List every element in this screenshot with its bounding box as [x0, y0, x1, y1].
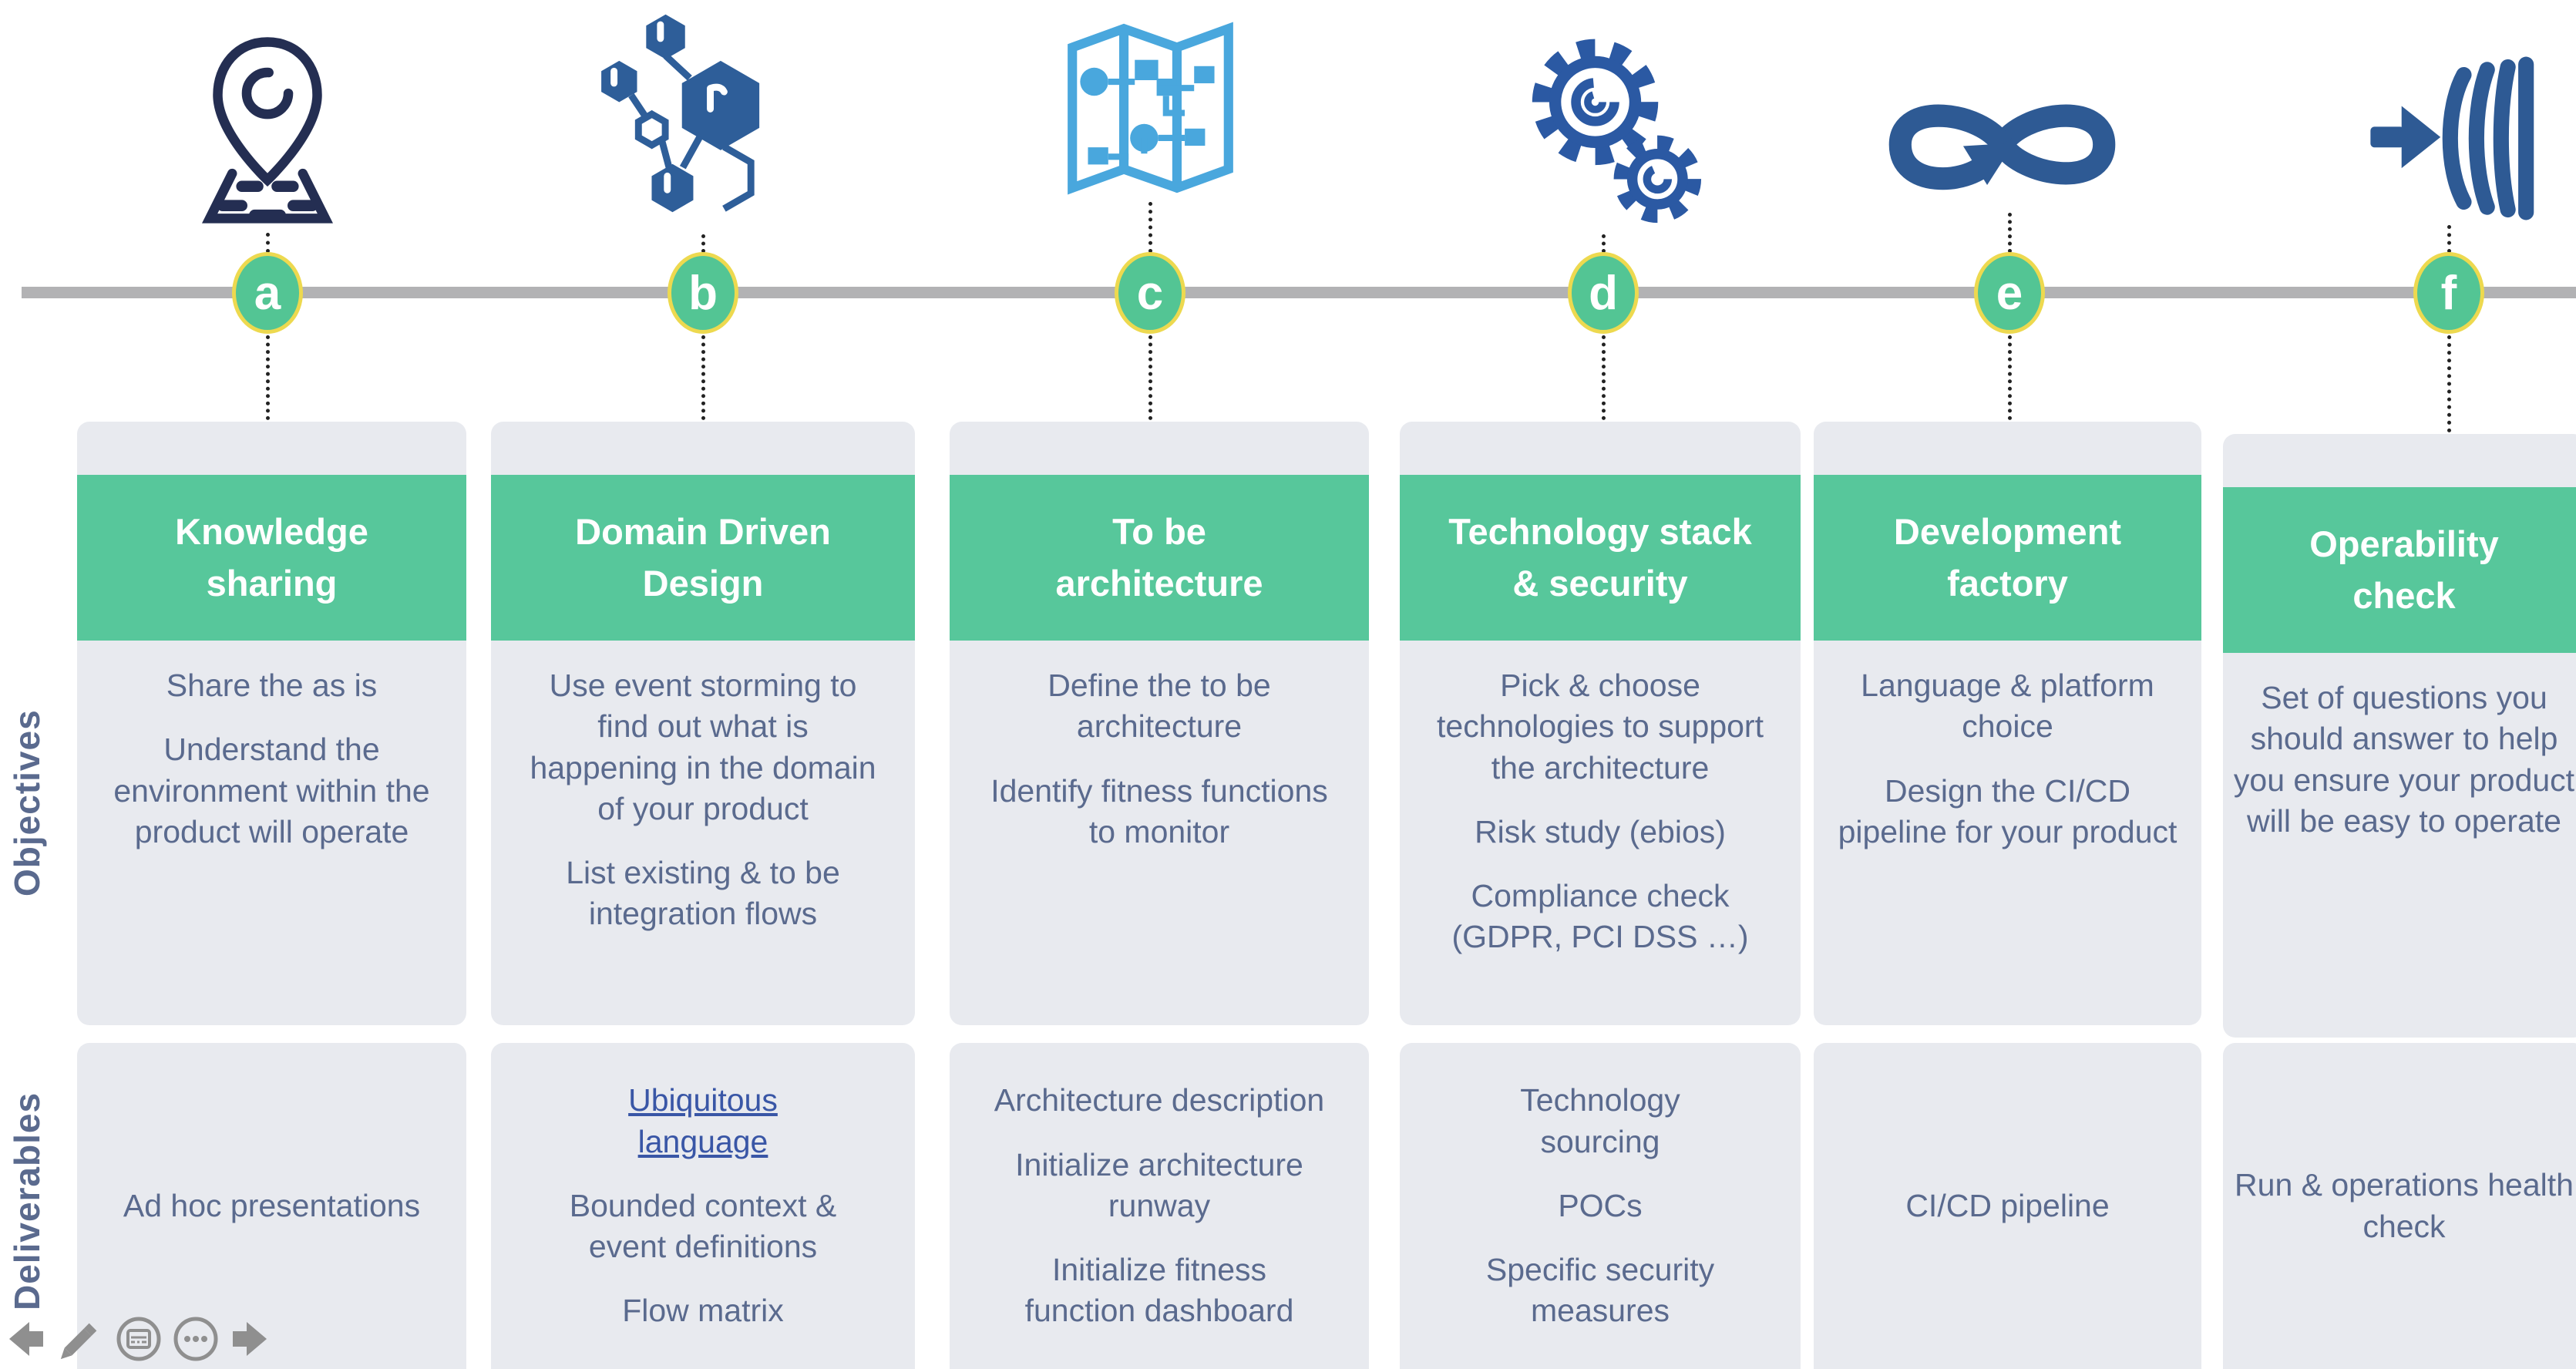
objectives-text: Use event storming to find out what is h…: [530, 668, 876, 932]
step-letter: d: [1589, 266, 1618, 320]
connector-dotted-line: [2447, 225, 2451, 253]
step-title: Technology stack & security: [1400, 475, 1801, 641]
step-badge-e: e: [1974, 252, 2045, 334]
objectives-card-d: Technology stack & security Pick & choos…: [1400, 422, 1801, 1025]
previous-arrow-icon[interactable]: [6, 1320, 46, 1361]
objectives-card-f: Operability check Set of questions you s…: [2223, 434, 2576, 1038]
timeline-bar: [22, 287, 2576, 298]
step-badge-f: f: [2413, 252, 2484, 334]
pen-icon[interactable]: [57, 1315, 105, 1367]
step-title: Development factory: [1814, 475, 2201, 641]
deliverable-item: Architecture description: [994, 1082, 1325, 1118]
deliverable-item: Flow matrix: [622, 1293, 784, 1329]
deliverable-item: Initialize architecture runway: [1015, 1146, 1303, 1223]
deliverable-item: Specific security measures: [1485, 1252, 1715, 1329]
objectives-text: Set of questions you should answer to he…: [2233, 680, 2575, 839]
presentation-controls: [6, 1315, 270, 1367]
objectives-text: Define the to be architecture Identify f…: [990, 668, 1328, 849]
step-badge-d: d: [1568, 252, 1639, 334]
deliverable-item: Bounded context & event definitions: [569, 1187, 837, 1265]
objectives-card-e: Development factory Language & platform …: [1814, 422, 2201, 1025]
step-letter: c: [1136, 266, 1164, 320]
step-title: Knowledge sharing: [77, 475, 466, 641]
objectives-card-b: Domain Driven Design Use event storming …: [491, 422, 915, 1025]
connector-dotted-line: [2008, 335, 2012, 420]
row-label-objectives: Objectives: [7, 709, 47, 896]
folded-map-flowchart-icon: [1048, 19, 1253, 204]
connector-dotted-line: [701, 234, 705, 253]
impact-arrow-icon: [2368, 54, 2539, 227]
deliverable-item: Ad hoc presentations: [123, 1187, 421, 1223]
deliverable-item: CI/CD pipeline: [1905, 1187, 2110, 1223]
connector-dotted-line: [1602, 234, 1606, 253]
deliverables-card-e: CI/CD pipeline: [1814, 1043, 2201, 1369]
deliverable-item: Technology sourcing: [1520, 1082, 1680, 1159]
step-letter: f: [2440, 266, 2457, 320]
step-title: Operability check: [2223, 487, 2576, 653]
deliverables-card-b: Ubiquitous language Bounded context & ev…: [491, 1043, 915, 1369]
deliverable-link[interactable]: Ubiquitous language: [628, 1082, 778, 1159]
objectives-card-c: To be architecture Define the to be arch…: [950, 422, 1369, 1025]
deliverable-item: Run & operations health check: [2235, 1167, 2574, 1244]
deliverables-card-d: Technology sourcing POCs Specific securi…: [1400, 1043, 1801, 1369]
connector-dotted-line: [1602, 335, 1606, 420]
objectives-card-a: Knowledge sharing Share the as is Unders…: [77, 422, 466, 1025]
connector-dotted-line: [1148, 202, 1152, 253]
deliverables-card-f: Run & operations health check: [2223, 1043, 2576, 1369]
map-pin-icon: [187, 32, 348, 235]
connector-dotted-line: [2008, 213, 2012, 253]
connector-dotted-line: [1148, 335, 1152, 420]
next-arrow-icon[interactable]: [230, 1320, 270, 1361]
deliverable-item: POCs: [1558, 1187, 1643, 1223]
more-options-icon[interactable]: [173, 1316, 219, 1366]
step-badge-a: a: [232, 252, 303, 334]
step-title: Domain Driven Design: [491, 475, 915, 641]
objectives-text: Share the as is Understand the environme…: [113, 668, 430, 849]
connector-dotted-line: [701, 335, 705, 420]
step-letter: e: [1996, 266, 2023, 320]
step-badge-b: b: [668, 252, 738, 334]
step-letter: b: [688, 266, 718, 320]
step-letter: a: [254, 266, 281, 320]
connector-dotted-line: [266, 335, 270, 420]
connector-dotted-line: [2447, 335, 2451, 432]
connector-dotted-line: [266, 233, 270, 253]
objectives-text: Pick & choose technologies to support th…: [1437, 668, 1764, 955]
step-title: To be architecture: [950, 475, 1369, 641]
hexagon-cluster-icon: [595, 9, 788, 237]
slide-overview-icon[interactable]: [116, 1316, 162, 1366]
deliverables-card-a: Ad hoc presentations: [77, 1043, 466, 1369]
gears-icon: [1509, 25, 1702, 237]
row-label-deliverables: Deliverables: [7, 1092, 47, 1310]
objectives-text: Language & platform choice Design the CI…: [1838, 668, 2177, 849]
deliverables-card-c: Architecture description Initialize arch…: [950, 1043, 1369, 1369]
step-badge-c: c: [1115, 252, 1185, 334]
infinity-loop-icon: [1881, 77, 2124, 216]
deliverable-item: Initialize fitness function dashboard: [1024, 1252, 1294, 1329]
